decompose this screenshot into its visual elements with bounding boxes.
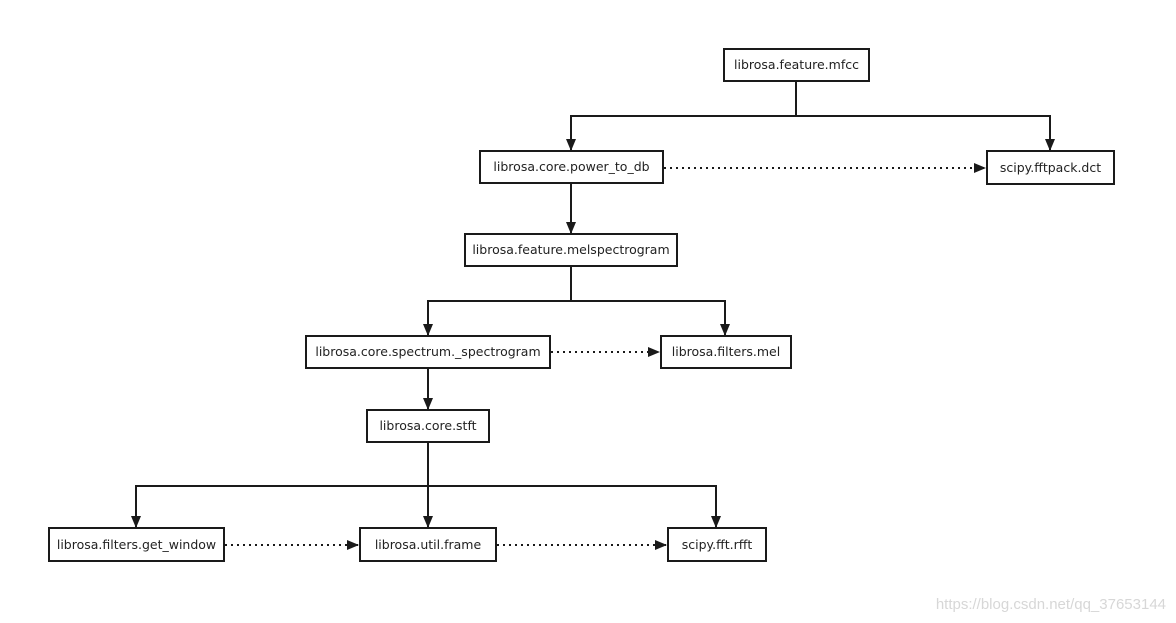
node-mfcc: librosa.feature.mfcc bbox=[723, 48, 870, 82]
node-dct: scipy.fftpack.dct bbox=[986, 150, 1115, 185]
edge-melspectrogram-to-spectrogram bbox=[423, 300, 571, 336]
edge-stft-to-get-window bbox=[131, 485, 428, 528]
edge-stft-to-rfft bbox=[428, 485, 721, 528]
node-stft: librosa.core.stft bbox=[366, 409, 490, 443]
node-power-to-db: librosa.core.power_to_db bbox=[479, 150, 664, 184]
edge-melspectrogram-to-mel bbox=[571, 300, 730, 336]
watermark: https://blog.csdn.net/qq_37653144 bbox=[935, 596, 1166, 613]
node-frame: librosa.util.frame bbox=[359, 527, 497, 562]
edge-mfcc-to-power-to-db bbox=[566, 115, 796, 151]
node-spectrogram: librosa.core.spectrum._spectrogram bbox=[305, 335, 551, 369]
edge-mfcc-to-dct bbox=[796, 115, 1055, 151]
node-get-window: librosa.filters.get_window bbox=[48, 527, 225, 562]
node-rfft: scipy.fft.rfft bbox=[667, 527, 767, 562]
node-melspectrogram: librosa.feature.melspectrogram bbox=[464, 233, 678, 267]
node-mel: librosa.filters.mel bbox=[660, 335, 792, 369]
